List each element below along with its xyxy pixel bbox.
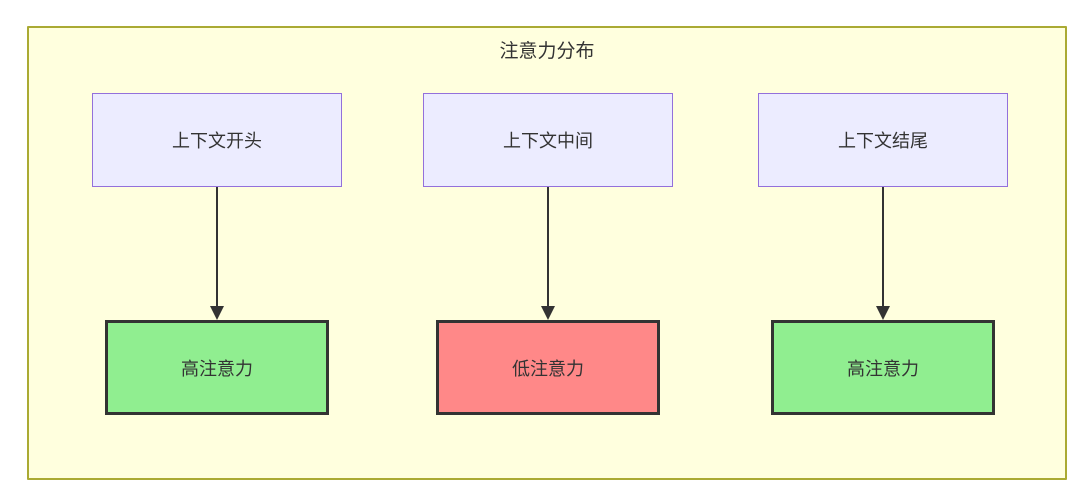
target-node-low-attention: 低注意力 [436, 320, 660, 415]
source-node-context-start: 上下文开头 [92, 93, 342, 187]
target-node-label: 低注意力 [512, 358, 584, 379]
flow-column-context-start: 上下文开头 高注意力 [67, 93, 367, 415]
target-node-label: 高注意力 [181, 358, 253, 379]
down-arrow-connector [541, 187, 555, 320]
flow-column-context-middle: 上下文中间 低注意力 [398, 93, 698, 415]
source-node-label: 上下文结尾 [838, 131, 928, 151]
source-node-label: 上下文中间 [503, 131, 593, 151]
down-arrow-connector [210, 187, 224, 320]
attention-distribution-container: 注意力分布 上下文开头 高注意力 上下文中间 低注意力 [27, 26, 1067, 480]
source-node-context-middle: 上下文中间 [423, 93, 673, 187]
target-node-high-attention: 高注意力 [771, 320, 995, 415]
diagram-title: 注意力分布 [499, 41, 595, 62]
flow-column-context-end: 上下文结尾 高注意力 [733, 93, 1033, 415]
down-arrow-connector [876, 187, 890, 320]
target-node-label: 高注意力 [847, 358, 919, 379]
target-node-high-attention: 高注意力 [105, 320, 329, 415]
source-node-label: 上下文开头 [172, 131, 262, 151]
source-node-context-end: 上下文结尾 [758, 93, 1008, 187]
